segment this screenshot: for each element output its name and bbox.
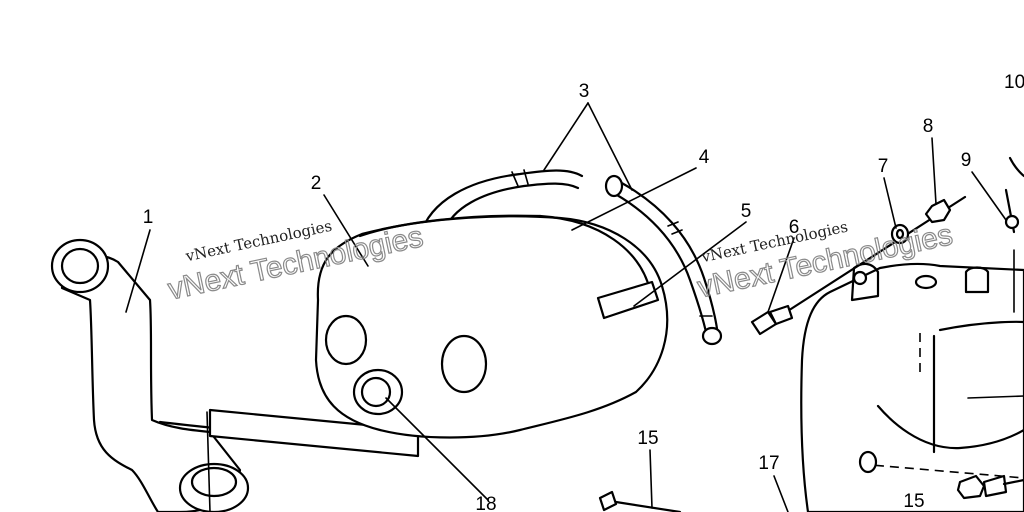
callout-10: 10 <box>1004 72 1024 93</box>
hose-part <box>418 169 723 346</box>
callout-17: 17 <box>758 453 779 474</box>
gasket-plate <box>208 408 420 458</box>
callout-5: 5 <box>741 201 752 222</box>
intake-tube-part <box>50 238 250 512</box>
callout-15-b: 15 <box>903 491 924 512</box>
callout-7: 7 <box>878 156 889 177</box>
tank-assembly-part <box>800 156 1024 512</box>
callout-4: 4 <box>699 147 710 168</box>
callout-1: 1 <box>143 207 154 228</box>
airbox-housing-part <box>314 214 669 439</box>
callout-3: 3 <box>579 81 590 102</box>
callout-15-a: 15 <box>637 428 658 449</box>
callout-2: 2 <box>311 173 322 194</box>
callout-labels: 1 2 3 4 5 6 7 8 9 10 15 15 17 18 <box>143 72 1024 512</box>
leader-lines <box>125 102 1024 512</box>
hardware-parts <box>598 195 1024 512</box>
callout-6: 6 <box>789 217 800 238</box>
callout-18: 18 <box>475 494 496 512</box>
callout-9: 9 <box>961 150 972 171</box>
callout-8: 8 <box>923 116 934 137</box>
